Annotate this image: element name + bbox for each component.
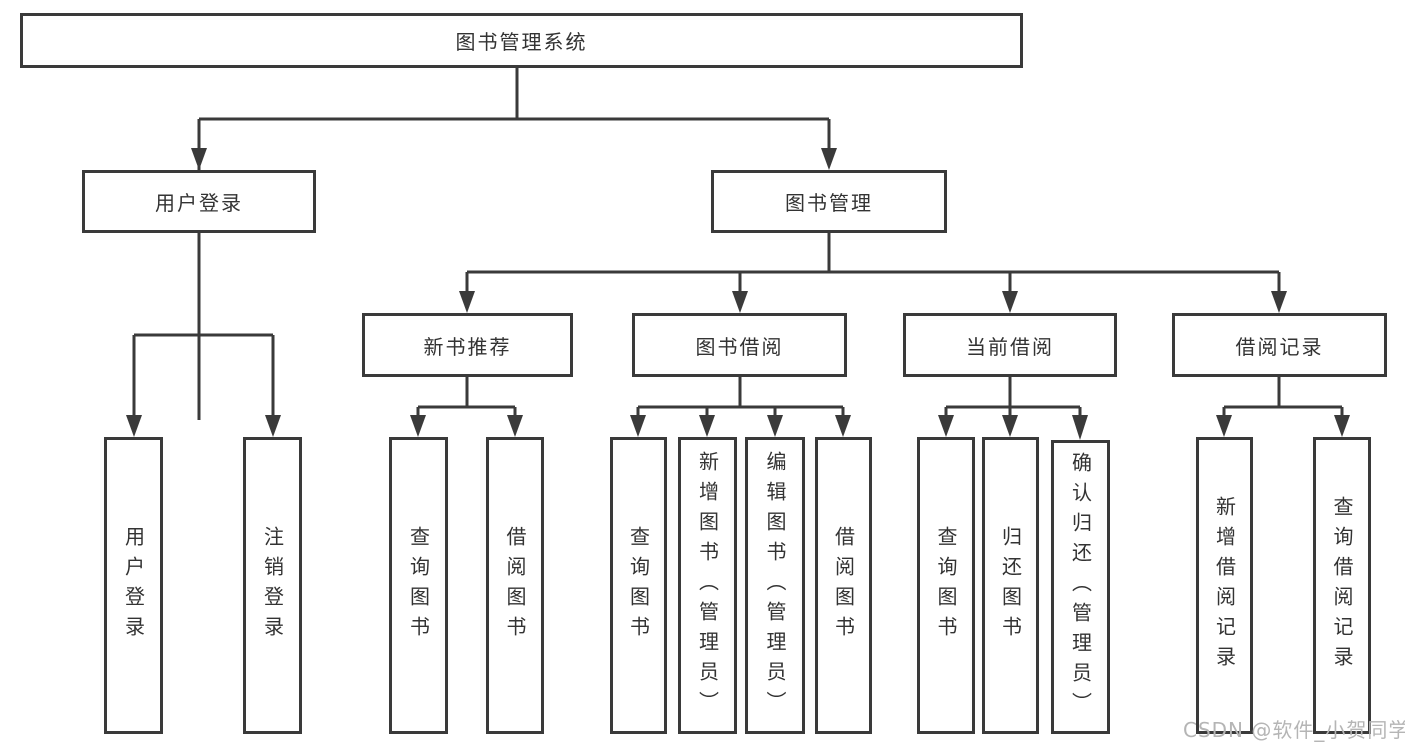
leaf-label: 注销登录 (260, 525, 285, 646)
leaf-label: 新增借阅记录 (1212, 495, 1237, 676)
leaf-query-borrow-record: 查询借阅记录 (1313, 437, 1371, 734)
leaf-label: 查询图书 (406, 525, 431, 646)
box-label: 新书推荐 (423, 334, 512, 359)
leaf-query-books-borrowing: 查询图书 (610, 437, 667, 734)
box-book-management: 图书管理 (711, 170, 947, 233)
box-book-borrowing: 图书借阅 (632, 313, 847, 377)
leaf-label: 确认归还（管理员） (1068, 452, 1093, 722)
leaf-add-borrow-record: 新增借阅记录 (1196, 437, 1253, 734)
leaf-edit-book-admin: 编辑图书（管理员） (745, 437, 805, 734)
box-user-login: 用户登录 (82, 170, 316, 233)
leaf-borrow-books-recommend: 借阅图书 (486, 437, 544, 734)
leaf-label: 编辑图书（管理员） (763, 450, 787, 721)
leaf-label: 查询图书 (934, 525, 958, 646)
leaf-label: 借阅图书 (831, 525, 856, 646)
leaf-confirm-return-admin: 确认归还（管理员） (1051, 440, 1110, 734)
leaf-logout: 注销登录 (243, 437, 302, 734)
leaf-label: 查询图书 (626, 525, 651, 646)
leaf-borrow-books-borrowing: 借阅图书 (815, 437, 872, 734)
box-library-management-system: 图书管理系统 (20, 13, 1023, 68)
box-label: 借阅记录 (1235, 334, 1324, 359)
box-borrowing-records: 借阅记录 (1172, 313, 1387, 377)
leaf-user-login: 用户登录 (104, 437, 163, 734)
leaf-label: 借阅图书 (503, 525, 527, 646)
leaf-add-book-admin: 新增图书（管理员） (678, 437, 737, 734)
leaf-query-books-current: 查询图书 (917, 437, 975, 734)
leaf-label: 用户登录 (121, 525, 146, 646)
box-label: 用户登录 (155, 191, 243, 215)
leaf-label: 新增图书（管理员） (695, 450, 720, 721)
leaf-label: 查询借阅记录 (1330, 495, 1354, 676)
box-new-book-recommend: 新书推荐 (362, 313, 573, 377)
leaf-label: 归还图书 (998, 525, 1023, 646)
box-label: 图书管理系统 (455, 30, 588, 54)
box-current-borrowing: 当前借阅 (903, 313, 1117, 377)
box-label: 图书管理 (785, 191, 873, 215)
leaf-return-book: 归还图书 (982, 437, 1039, 734)
box-label: 图书借阅 (695, 334, 784, 359)
leaf-query-books-recommend: 查询图书 (389, 437, 448, 734)
box-label: 当前借阅 (966, 334, 1054, 359)
csdn-watermark: CSDN @软件_小贺同学 (1183, 718, 1405, 742)
